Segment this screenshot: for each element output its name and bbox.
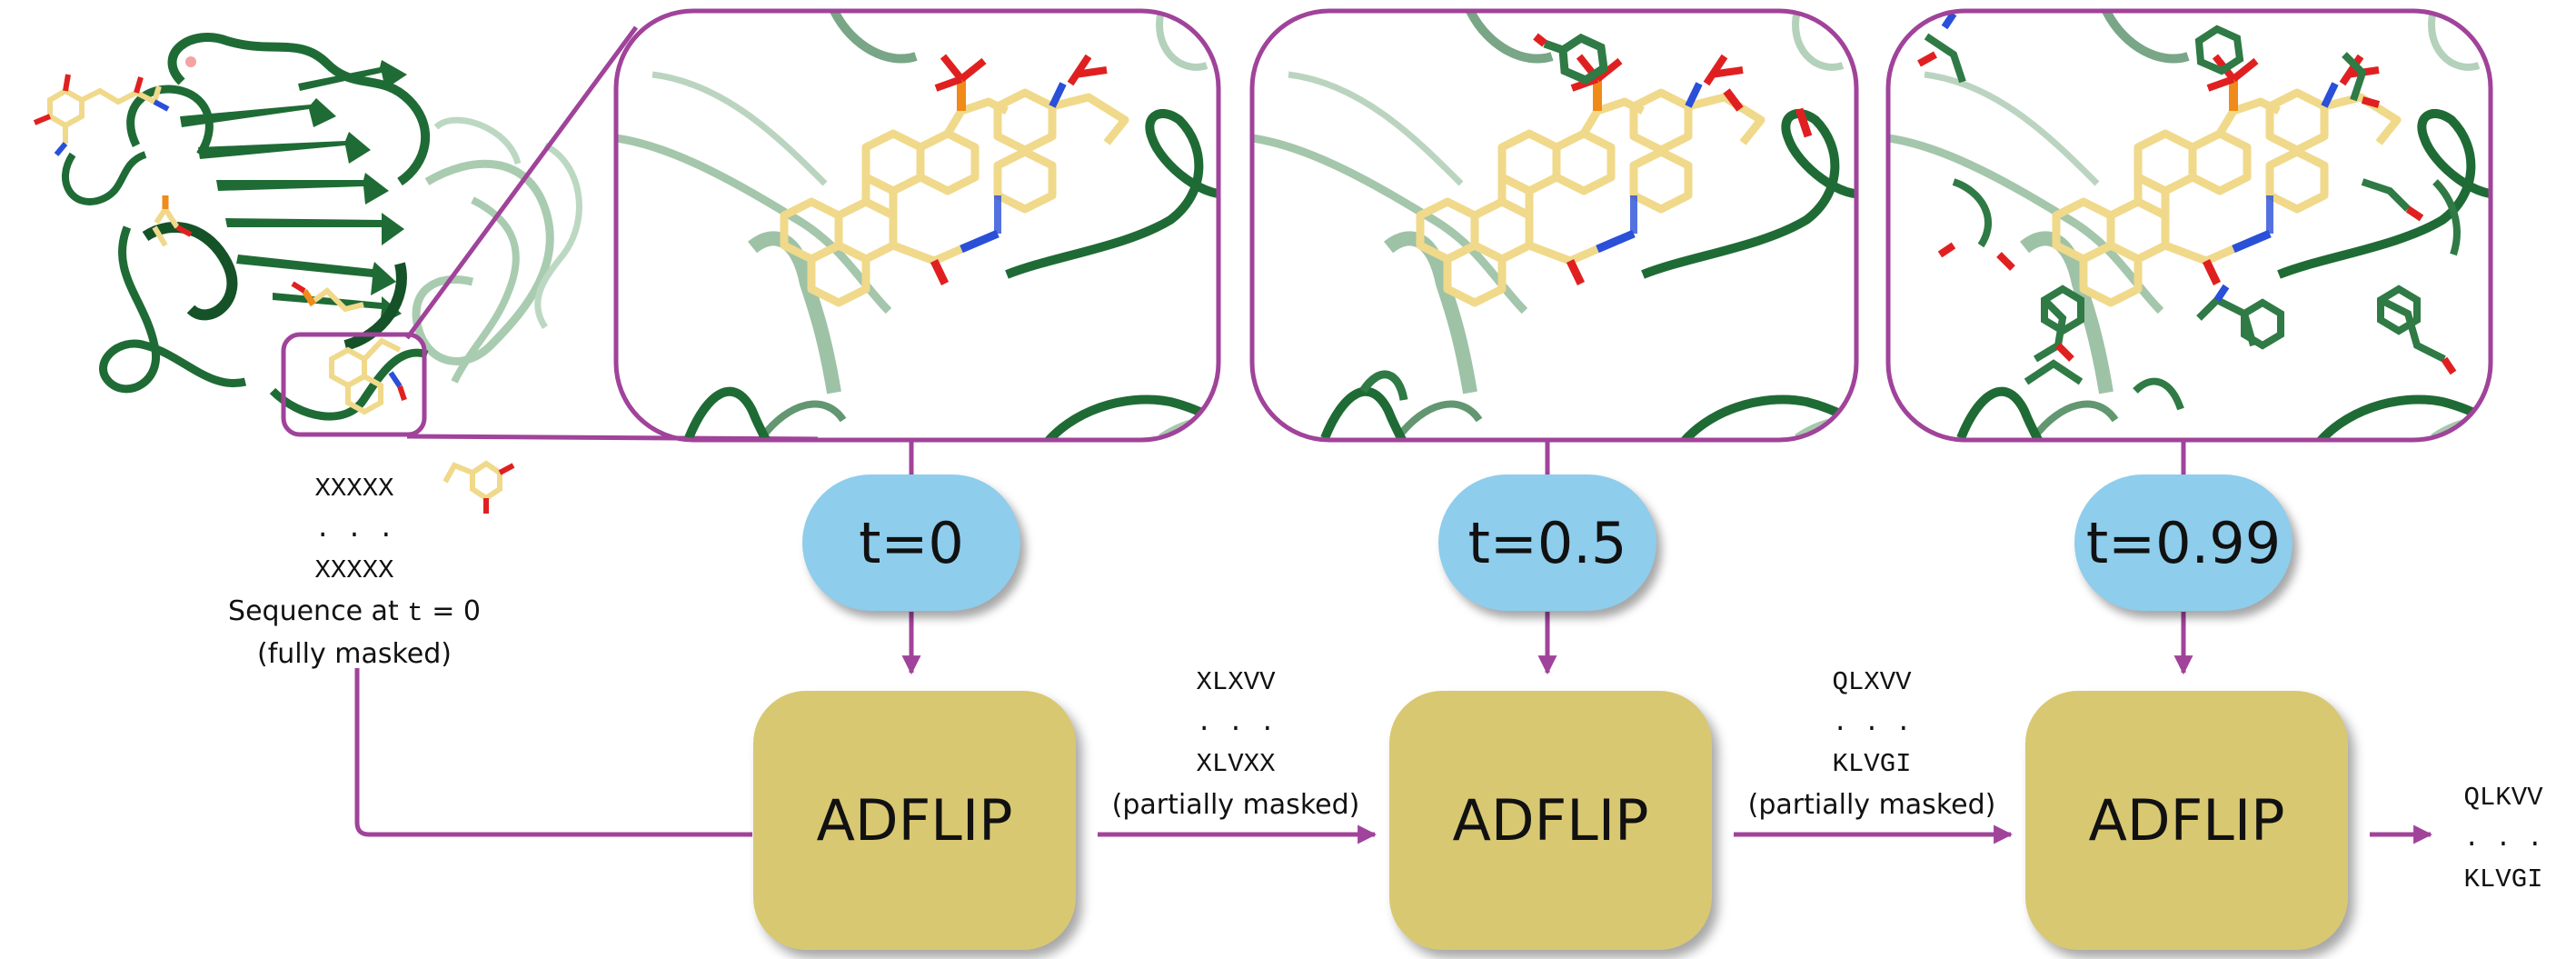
initial-seq-line2: XXXXX xyxy=(314,555,394,585)
seq1-note: (partially masked) xyxy=(1111,789,1360,821)
timestep-pill-t0: t=0 xyxy=(802,475,1020,611)
binding-pocket-icon xyxy=(616,11,1252,465)
binding-pocket-icon xyxy=(1888,11,2524,465)
seq2-note: (partially masked) xyxy=(1747,789,1996,821)
initial-seq-dots: . . . xyxy=(314,514,394,544)
pocket-frame-t0 xyxy=(613,8,1221,443)
initial-seq-caption: Sequence at t = 0 xyxy=(218,591,491,634)
seq1-line2: XLVXX xyxy=(1196,749,1276,779)
seq1-line1: XLXVV xyxy=(1196,667,1276,697)
caption-suffix: = 0 xyxy=(423,595,481,627)
zoom-region-box xyxy=(281,332,427,437)
initial-sequence: XXXXX . . . XXXXX Sequence at t = 0 (ful… xyxy=(218,468,491,674)
final-seq-dots: . . . xyxy=(2463,824,2543,854)
timestep-pill-t099: t=0.99 xyxy=(2074,475,2293,611)
pocket-frame-t099 xyxy=(1885,8,2493,443)
seq1-dots: . . . xyxy=(1196,708,1276,738)
adflip-model-2: ADFLIP xyxy=(1389,691,1712,950)
final-seq-line1: QLKVV xyxy=(2463,783,2543,813)
adflip-model-1: ADFLIP xyxy=(753,691,1076,950)
seq2-dots: . . . xyxy=(1832,708,1912,738)
final-seq-line2: KLVGI xyxy=(2463,864,2543,894)
timestep-pill-t05: t=0.5 xyxy=(1438,475,1656,611)
seq2-line1: QLXVV xyxy=(1832,667,1912,697)
initial-seq-line1: XXXXX xyxy=(314,474,394,504)
caption-prefix: Sequence at xyxy=(228,595,408,627)
adflip-model-3: ADFLIP xyxy=(2025,691,2348,950)
binding-pocket-icon xyxy=(1252,11,1888,465)
pocket-frame-t05 xyxy=(1249,8,1859,443)
intermediate-sequence-1: XLXVV . . . XLVXX (partially masked) xyxy=(1090,662,1381,825)
final-sequence: QLKVV . . . KLVGI xyxy=(2435,777,2571,900)
protein-ribbon-icon xyxy=(33,33,582,514)
initial-seq-caption2: (fully masked) xyxy=(257,638,452,670)
caption-t: t xyxy=(407,598,423,628)
seq2-line2: KLVGI xyxy=(1832,749,1912,779)
arrow-input-model1 xyxy=(354,668,752,837)
intermediate-sequence-2: QLXVV . . . KLVGI (partially masked) xyxy=(1726,662,2017,825)
